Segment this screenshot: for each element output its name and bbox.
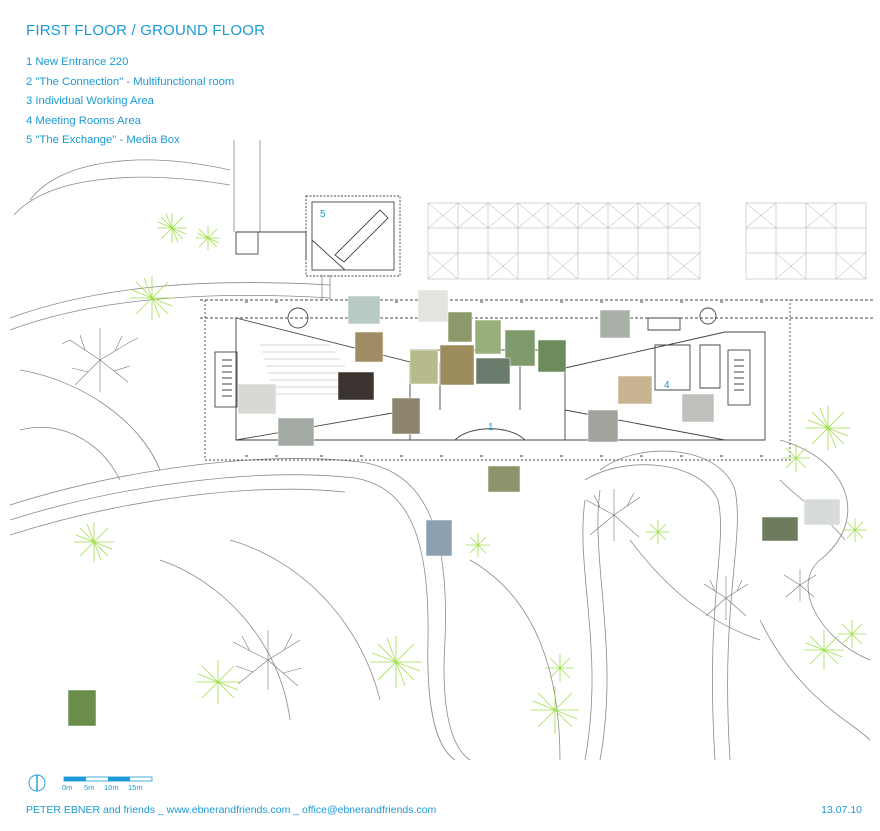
north-arrow-icon [28, 774, 46, 792]
plan-label-1: 1 [488, 422, 494, 433]
footer-date: 13.07.10 [821, 804, 862, 816]
photo-thumbnails [67, 289, 841, 727]
legend-item-entrance: 1 New Entrance 220 [26, 56, 129, 68]
legend-item-media-box: 5 "The Exchange" - Media Box [26, 134, 180, 146]
legend-item-working-area: 3 Individual Working Area [26, 95, 154, 107]
drawing-title: FIRST FLOOR / GROUND FLOOR [26, 22, 266, 39]
legend-item-meeting-rooms: 4 Meeting Rooms Area [26, 114, 141, 127]
green-trees [74, 213, 867, 734]
plan-label-5: 5 [320, 209, 326, 220]
plan-label-4: 4 [664, 380, 670, 391]
scale-label-10: 10m [104, 783, 119, 792]
site-paths [9, 140, 871, 761]
scale-bar [63, 776, 153, 782]
scale-label-0: 0m [62, 783, 73, 792]
footer-credits: PETER EBNER and friends _ www.ebnerandfr… [26, 804, 437, 816]
media-box [235, 195, 401, 277]
parking-grid [427, 202, 867, 280]
room-legend: 1 New Entrance 220 2 "The Connection" - … [26, 53, 234, 151]
columns [245, 301, 763, 457]
legend-item-connection: 2 "The Connection" - Multifunctional roo… [26, 75, 235, 88]
bare-trees [61, 328, 817, 690]
scale-label-5: 5m [84, 783, 95, 792]
main-building [200, 299, 875, 461]
scale-label-15: 15m [128, 783, 143, 792]
